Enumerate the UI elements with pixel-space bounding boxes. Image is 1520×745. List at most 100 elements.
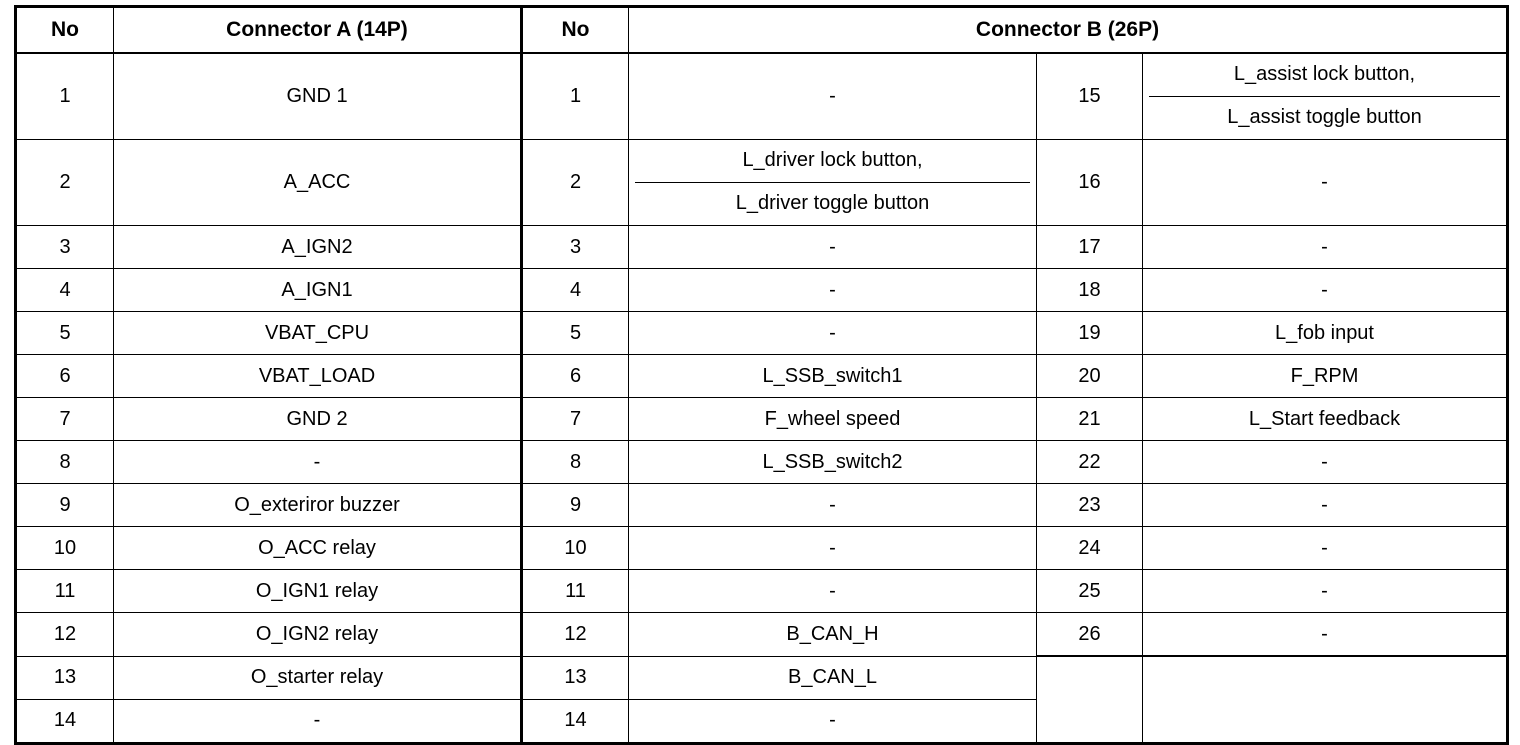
cell-name-b-left: F_wheel speed bbox=[628, 397, 1037, 441]
cell-no-b-left: 5 bbox=[520, 311, 629, 355]
table-header-row: No Connector A (14P) No Connector B (26P… bbox=[15, 6, 1509, 54]
cell-name-b-left: B_CAN_L bbox=[628, 655, 1037, 700]
cell-no-b-left: 13 bbox=[520, 655, 629, 700]
cell-name-b-left: - bbox=[628, 698, 1037, 744]
cell-no-b-right: 25 bbox=[1036, 569, 1143, 613]
header-no-connector-b: No bbox=[520, 6, 629, 54]
connector-pinout-table: No Connector A (14P) No Connector B (26P… bbox=[14, 5, 1510, 745]
table-row: 5 VBAT_CPU 5 - 19 L_fob input bbox=[15, 311, 1509, 355]
cell-no-b-right: 23 bbox=[1036, 483, 1143, 527]
cell-no-b-left: 12 bbox=[520, 612, 629, 657]
cell-name-b-left: L_SSB_switch2 bbox=[628, 440, 1037, 484]
cell-no-a: 9 bbox=[15, 483, 114, 527]
cell-no-b-right: 22 bbox=[1036, 440, 1143, 484]
cell-no-b-left: 14 bbox=[520, 698, 629, 744]
cell-name-a: O_IGN2 relay bbox=[113, 612, 522, 657]
table-row: 4 A_IGN1 4 - 18 - bbox=[15, 268, 1509, 312]
cell-name-b-left: - bbox=[628, 569, 1037, 613]
table-row: 10 O_ACC relay 10 - 24 - bbox=[15, 526, 1509, 570]
cell-name-a: O_exteriror buzzer bbox=[113, 483, 522, 527]
cell-no-a: 7 bbox=[15, 397, 114, 441]
table-row: 13 O_starter relay 13 B_CAN_L bbox=[15, 655, 1509, 744]
header-connector-b: Connector B (26P) bbox=[627, 6, 1509, 54]
split-line-bottom: L_assist toggle button bbox=[1227, 106, 1422, 129]
cell-name-b-right: L_Start feedback bbox=[1141, 397, 1509, 441]
cell-no-b-left: 1 bbox=[520, 52, 629, 140]
cell-name-b-right: - bbox=[1141, 483, 1509, 527]
cell-no-a: 2 bbox=[15, 139, 114, 226]
cell-no-a: 3 bbox=[15, 225, 114, 269]
cell-no-b-left: 4 bbox=[520, 268, 629, 312]
cell-name-b-left: - bbox=[628, 483, 1037, 527]
table-row: 8 - 8 L_SSB_switch2 22 - bbox=[15, 440, 1509, 484]
cell-no-a: 8 bbox=[15, 440, 114, 484]
cell-name-b-right: - bbox=[1141, 569, 1509, 613]
cell-no-a: 4 bbox=[15, 268, 114, 312]
cell-no-a: 10 bbox=[15, 526, 114, 570]
cell-name-a: A_IGN1 bbox=[113, 268, 522, 312]
cell-name-a: VBAT_CPU bbox=[113, 311, 522, 355]
table-row: 6 VBAT_LOAD 6 L_SSB_switch1 20 F_RPM bbox=[15, 354, 1509, 398]
split-line-bottom: L_driver toggle button bbox=[735, 192, 930, 215]
cell-no-a: 6 bbox=[15, 354, 114, 398]
cell-name-a: GND 1 bbox=[113, 52, 522, 140]
cell-no-b-left: 9 bbox=[520, 483, 629, 527]
cell-name-b-right: - bbox=[1141, 139, 1509, 226]
table-row: 9 O_exteriror buzzer 9 - 23 - bbox=[15, 483, 1509, 527]
cell-no-a: 1 bbox=[15, 52, 114, 140]
cell-no-b-right: 26 bbox=[1036, 612, 1143, 657]
cell-no-b-left: 11 bbox=[520, 569, 629, 613]
cell-no-a: 12 bbox=[15, 612, 114, 657]
cell-name-a: VBAT_LOAD bbox=[113, 354, 522, 398]
table-row: 2 A_ACC 2 L_driver lock button, L_driver… bbox=[15, 139, 1509, 226]
cell-no-b-right: 16 bbox=[1036, 139, 1143, 226]
cell-no-b-left: 10 bbox=[520, 526, 629, 570]
cell-no-b-left: 6 bbox=[520, 354, 629, 398]
split-line-top: L_assist lock button, bbox=[1149, 54, 1501, 97]
cell-name-a: O_IGN1 relay bbox=[113, 569, 522, 613]
cell-name-a: - bbox=[113, 440, 522, 484]
cell-name-b-right: F_RPM bbox=[1141, 354, 1509, 398]
cell-no-b-right: 17 bbox=[1036, 225, 1143, 269]
cell-name-b-right: - bbox=[1141, 440, 1509, 484]
cell-no-b-left: 2 bbox=[520, 139, 629, 226]
cell-name-a: O_starter relay bbox=[113, 655, 522, 700]
cell-name-b-right: - bbox=[1141, 612, 1509, 657]
cell-no-b-left: 8 bbox=[520, 440, 629, 484]
cell-no-a: 14 bbox=[15, 698, 114, 744]
split-line-top: L_driver lock button, bbox=[635, 141, 1030, 183]
table-row: 7 GND 2 7 F_wheel speed 21 L_Start feedb… bbox=[15, 397, 1509, 441]
cell-name-b-left: B_CAN_H bbox=[628, 612, 1037, 657]
cell-name-a: - bbox=[113, 698, 522, 744]
cell-name-b-right: L_fob input bbox=[1141, 311, 1509, 355]
cell-name-b-right: - bbox=[1141, 268, 1509, 312]
cell-no-b-right: 21 bbox=[1036, 397, 1143, 441]
cell-name-b-left: - bbox=[628, 268, 1037, 312]
cell-name-b-left: - bbox=[628, 311, 1037, 355]
cell-no-a: 5 bbox=[15, 311, 114, 355]
cell-name-b-right: - bbox=[1141, 225, 1509, 269]
cell-name-b-left: - bbox=[628, 52, 1037, 140]
cell-no-b-left: 7 bbox=[520, 397, 629, 441]
cell-name-b-left-split: L_driver lock button, L_driver toggle bu… bbox=[628, 139, 1037, 226]
pinout-table-container: No Connector A (14P) No Connector B (26P… bbox=[14, 5, 1510, 745]
cell-name-a: GND 2 bbox=[113, 397, 522, 441]
cell-empty-name-b-right bbox=[1141, 655, 1509, 744]
cell-name-a: O_ACC relay bbox=[113, 526, 522, 570]
cell-name-b-right-split: L_assist lock button, L_assist toggle bu… bbox=[1141, 52, 1509, 140]
cell-no-b-right: 18 bbox=[1036, 268, 1143, 312]
header-no-connector-a: No bbox=[15, 6, 114, 54]
table-row: 11 O_IGN1 relay 11 - 25 - bbox=[15, 569, 1509, 613]
cell-no-a: 11 bbox=[15, 569, 114, 613]
table-row: 3 A_IGN2 3 - 17 - bbox=[15, 225, 1509, 269]
header-connector-a: Connector A (14P) bbox=[113, 6, 522, 54]
cell-empty-no-b-right bbox=[1036, 655, 1143, 744]
cell-name-b-right: - bbox=[1141, 526, 1509, 570]
cell-name-a: A_IGN2 bbox=[113, 225, 522, 269]
cell-no-b-left: 3 bbox=[520, 225, 629, 269]
cell-no-b-right: 20 bbox=[1036, 354, 1143, 398]
cell-no-b-right: 24 bbox=[1036, 526, 1143, 570]
table-body: 1 GND 1 1 - 15 L_assist lock button, L_a… bbox=[15, 52, 1509, 744]
cell-name-b-left: L_SSB_switch1 bbox=[628, 354, 1037, 398]
cell-no-b-right: 19 bbox=[1036, 311, 1143, 355]
